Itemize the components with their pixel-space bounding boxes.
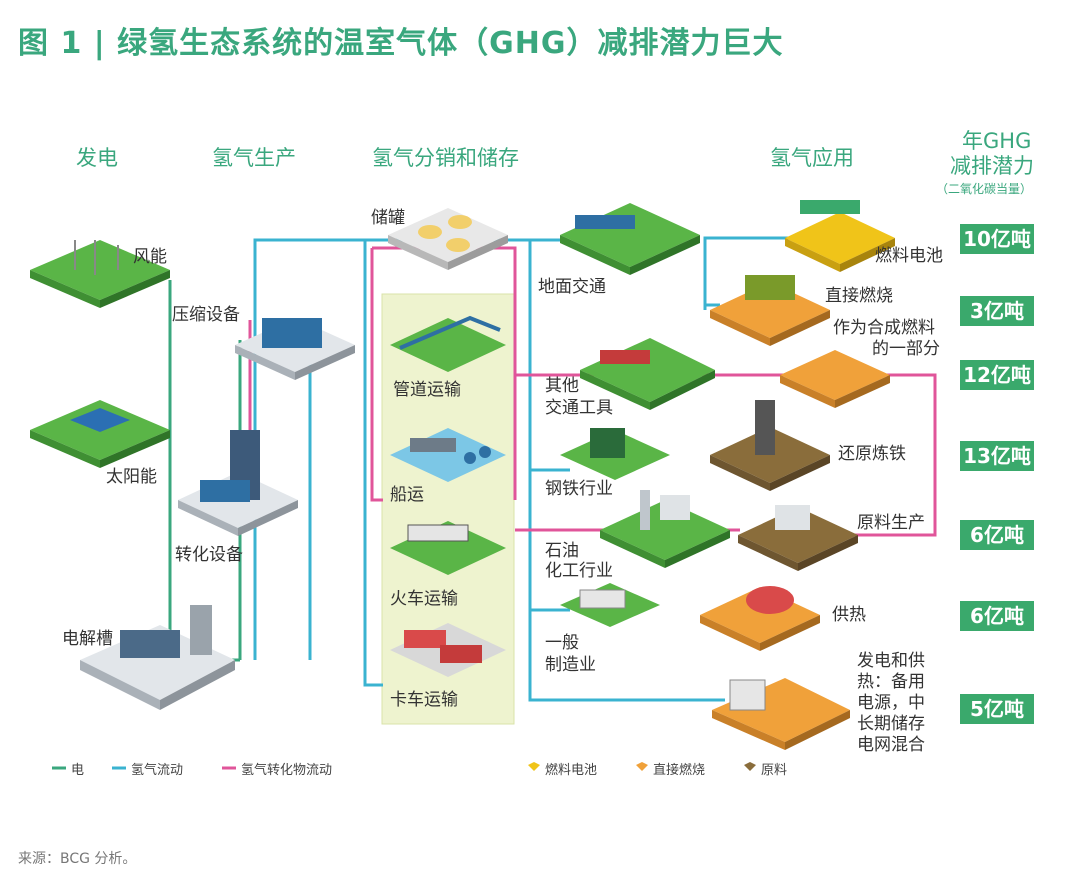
column-distribution: 氢气分销和储存 <box>372 146 519 170</box>
tile-manufacturing <box>560 583 660 627</box>
label-compressor: 压缩设备 <box>172 305 240 325</box>
column-application: 氢气应用 <box>770 146 854 170</box>
label-manufacturing-1: 一般 <box>545 633 579 653</box>
column-potential-unit: （二氧化碳当量） <box>936 182 1033 196</box>
tile-power-heat <box>712 678 850 750</box>
legend-electricity: 电 <box>71 763 85 778</box>
label-power-heat-5: 电网混合 <box>857 735 925 755</box>
tile-train <box>390 521 506 575</box>
label-power-heat-4: 长期储存 <box>857 714 925 734</box>
tile-ship <box>390 428 506 482</box>
legend-fuel-cell: 燃料电池 <box>545 763 598 778</box>
label-pipeline: 管道运输 <box>393 380 461 400</box>
legend-fuel-cell-swatch <box>528 762 540 771</box>
label-other-transport-2: 交通工具 <box>545 398 613 418</box>
label-steel: 钢铁行业 <box>545 479 613 499</box>
label-converter: 转化设备 <box>175 545 243 565</box>
tile-heating <box>700 586 820 651</box>
tile-solar <box>30 400 170 468</box>
tile-fuel-cell <box>785 200 895 272</box>
label-electrolyzer: 电解槽 <box>62 629 113 649</box>
potential-badge: 6亿吨 <box>960 601 1034 631</box>
tile-synfuel <box>780 350 890 408</box>
label-power-heat-3: 电源，中 <box>857 693 925 713</box>
column-power: 发电 <box>76 146 118 170</box>
hydrogen-lines <box>253 236 790 702</box>
tile-ground-transport <box>560 203 700 275</box>
legend-derivative-flow: 氢气转化物流动 <box>241 763 333 778</box>
electricity-lines <box>168 280 242 662</box>
column-potential-line1: 年GHG <box>962 129 1032 153</box>
label-feedstock: 原料生产 <box>857 513 925 533</box>
legend-feedstock: 原料 <box>761 763 788 778</box>
label-other-transport-1: 其他 <box>545 376 579 396</box>
label-dri: 还原炼铁 <box>838 444 906 464</box>
potential-badge: 3亿吨 <box>960 296 1034 326</box>
tile-compressor <box>235 318 355 380</box>
label-truck: 卡车运输 <box>390 690 458 710</box>
label-solar: 太阳能 <box>106 467 157 487</box>
potential-badge: 12亿吨 <box>960 360 1034 390</box>
tile-steel <box>560 428 670 480</box>
potential-badge: 5亿吨 <box>960 694 1034 724</box>
label-fuel-cell: 燃料电池 <box>875 246 943 266</box>
potential-badge: 10亿吨 <box>960 224 1034 254</box>
legend-direct-combustion: 直接燃烧 <box>653 763 706 778</box>
label-synfuel-1: 作为合成燃料 <box>833 318 935 338</box>
potential-badge: 6亿吨 <box>960 520 1034 550</box>
tile-truck <box>390 623 506 677</box>
tile-electrolyzer <box>80 605 235 710</box>
label-storage: 储罐 <box>371 208 405 228</box>
label-wind: 风能 <box>133 247 167 267</box>
page-title: 图 1 | 绿氢生态系统的温室气体（GHG）减排潜力巨大 <box>18 26 784 61</box>
label-power-heat-2: 热：备用 <box>857 672 925 692</box>
potential-badge: 13亿吨 <box>960 441 1034 471</box>
label-train: 火车运输 <box>390 589 458 609</box>
tile-other-transport <box>580 338 715 410</box>
label-synfuel-2: 的一部分 <box>872 339 940 359</box>
legend-hydrogen-flow: 氢气流动 <box>131 763 184 778</box>
tile-wind <box>30 240 170 308</box>
tile-direct-combustion <box>710 275 830 346</box>
tile-feedstock <box>738 505 858 571</box>
legend-feedstock-swatch <box>744 762 756 771</box>
source-note: 来源：BCG 分析。 <box>18 851 137 867</box>
label-manufacturing-2: 制造业 <box>545 655 596 675</box>
tile-dri <box>710 400 830 491</box>
label-ground-transport: 地面交通 <box>538 277 606 297</box>
tile-converter <box>178 430 298 536</box>
tile-storage <box>388 208 508 270</box>
label-direct-combustion: 直接燃烧 <box>825 286 893 306</box>
tile-pipeline <box>390 315 506 372</box>
label-petrochem-1: 石油 <box>545 541 579 561</box>
label-power-heat-1: 发电和供 <box>857 651 925 671</box>
label-petrochem-2: 化工行业 <box>545 561 613 581</box>
column-potential-line2: 减排潜力 <box>950 154 1034 178</box>
tile-petrochem <box>600 490 730 568</box>
label-ship: 船运 <box>390 485 424 505</box>
label-heating: 供热 <box>832 605 866 625</box>
column-production: 氢气生产 <box>212 146 296 170</box>
legend-combustion-swatch <box>636 762 648 771</box>
